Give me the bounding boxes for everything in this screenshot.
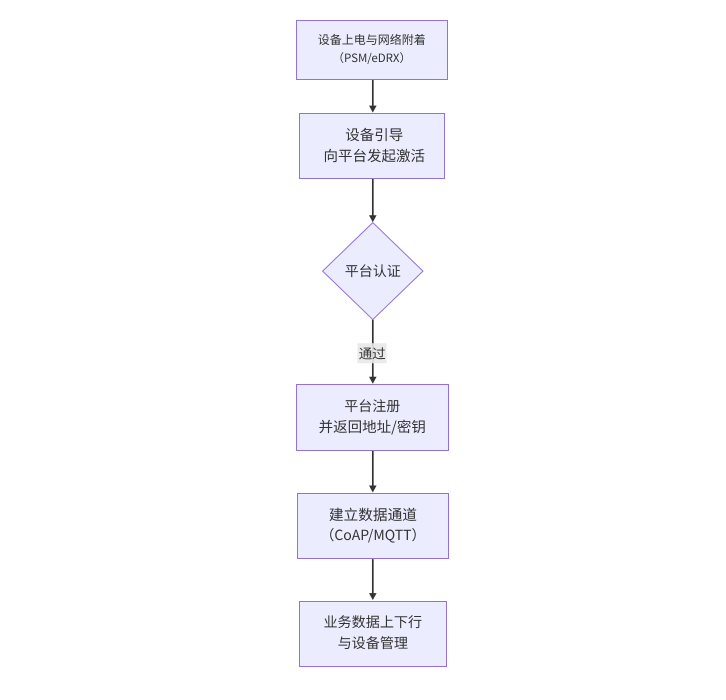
node-label-line: 平台注册 xyxy=(344,395,401,416)
arrow-bootstrap-to-auth xyxy=(369,178,377,223)
node-label-line: 设备引导 xyxy=(345,123,404,145)
node-label-line: 并返回地址/密钥 xyxy=(318,416,426,438)
flowchart-node-bootstrap: 设备引导 向平台发起激活 xyxy=(299,113,445,179)
node-label-line: （PSM/eDRX） xyxy=(332,49,411,66)
node-label-line: 业务数据上下行 xyxy=(323,612,423,633)
arrow-power-to-bootstrap xyxy=(369,79,377,113)
flowchart-node-data-channel: 建立数据通道 （CoAP/MQTT） xyxy=(297,492,449,560)
arrow-register-to-channel xyxy=(369,451,377,493)
arrowhead xyxy=(369,485,377,493)
arrowhead xyxy=(369,593,377,601)
flowchart-node-power-attach: 设备上电与网络附着 （PSM/eDRX） xyxy=(295,20,448,80)
node-label-line: 与设备管理 xyxy=(337,632,409,653)
arrowhead xyxy=(369,376,377,384)
node-label-line: 平台认证 xyxy=(344,260,401,281)
edge-label-text: 通过 xyxy=(358,342,386,363)
edge-label-pass: 通过 xyxy=(357,342,387,363)
arrowhead xyxy=(369,215,377,223)
node-label-line: （CoAP/MQTT） xyxy=(320,525,426,546)
arrowhead xyxy=(369,105,377,113)
flowchart-node-register: 平台注册 并返回地址/密钥 xyxy=(295,384,449,451)
node-label-line: 向平台发起激活 xyxy=(323,144,426,166)
decision-label-platform-auth: 平台认证 xyxy=(323,223,423,320)
node-label-line: 设备上电与网络附着 xyxy=(317,30,426,48)
decision-diamond-platform-auth xyxy=(321,221,424,321)
flowchart-node-business-data: 业务数据上下行 与设备管理 xyxy=(298,600,447,668)
node-label-line: 建立数据通道 xyxy=(328,504,417,526)
arrow-channel-to-business xyxy=(369,559,377,601)
